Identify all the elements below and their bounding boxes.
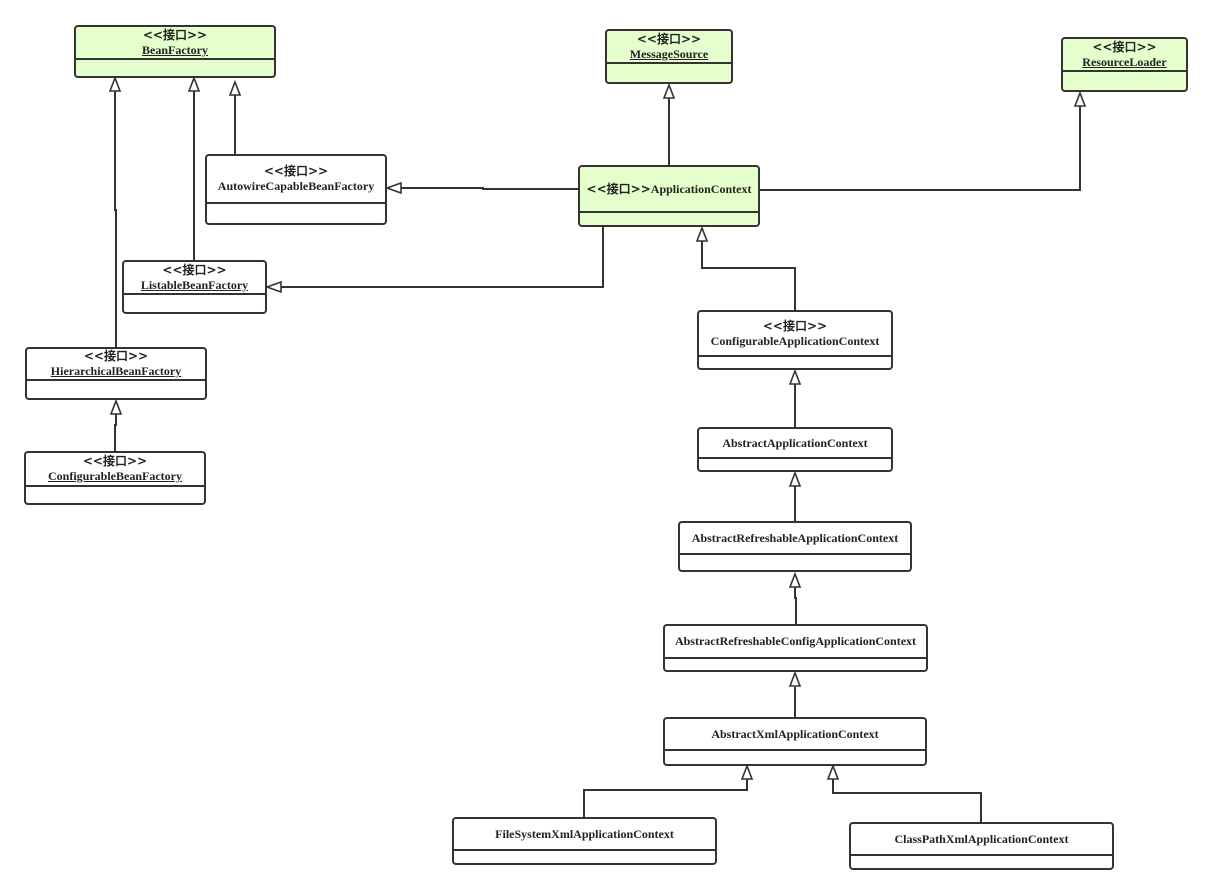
class-name: AbstractRefreshableApplicationContext	[691, 530, 899, 545]
class-name: ApplicationContext	[650, 181, 752, 196]
class-name: ResourceLoader	[1082, 54, 1167, 69]
arrowhead-hierarchical	[109, 398, 123, 415]
edge-appctx-to-listable	[281, 226, 604, 288]
edge-filesystem-to-xml	[583, 779, 748, 817]
class-name: FileSystemXmlApplicationContext	[495, 826, 674, 841]
arrowhead-refreshable	[788, 571, 802, 588]
arrowhead-listable	[264, 280, 282, 294]
class-name: AbstractApplicationContext	[722, 435, 868, 450]
node-hierarchical-bean-factory[interactable]: <<接口>> HierarchicalBeanFactory	[25, 347, 207, 400]
node-resource-loader[interactable]: <<接口>> ResourceLoader	[1061, 37, 1188, 92]
class-name: ConfigurableBeanFactory	[48, 469, 182, 483]
stereotype-label: <<接口>>	[263, 164, 329, 178]
node-class-path-xml-application-context[interactable]: ClassPathXmlApplicationContext	[849, 822, 1114, 870]
node-application-context[interactable]: <<接口>> ApplicationContext	[578, 165, 760, 227]
node-autowire-capable-bean-factory[interactable]: <<接口>> AutowireCapableBeanFactory	[205, 154, 387, 225]
arrowhead-abstractac	[788, 470, 802, 487]
stereotype-label: <<接口>>	[1092, 39, 1157, 54]
class-name: BeanFactory	[142, 42, 208, 57]
stereotype-label: <<接口>>	[83, 349, 149, 363]
node-abstract-refreshable-application-context[interactable]: AbstractRefreshableApplicationContext	[678, 521, 912, 572]
stereotype-label: <<接口>>	[636, 31, 702, 46]
arrowhead-appctx	[695, 225, 709, 242]
stereotype-label: <<接口>>	[162, 262, 227, 277]
class-name: ConfigurableApplicationContext	[710, 333, 880, 348]
node-abstract-xml-application-context[interactable]: AbstractXmlApplicationContext	[663, 717, 927, 766]
edge-configurableac-to-appctx	[701, 241, 796, 310]
edge-configurablebf-to-hierarchical	[114, 413, 117, 452]
arrowhead-resourceloader	[1073, 90, 1087, 107]
arrowhead-xml-2	[826, 763, 840, 780]
class-name: HierarchicalBeanFactory	[50, 364, 182, 378]
class-name: AbstractXmlApplicationContext	[711, 726, 879, 741]
class-name: ClassPathXmlApplicationContext	[894, 831, 1069, 846]
class-name: AbstractRefreshableConfigApplicationCont…	[674, 634, 917, 648]
arrowhead-refreshableconfig	[788, 670, 802, 687]
node-abstract-refreshable-config-application-context[interactable]: AbstractRefreshableConfigApplicationCont…	[663, 624, 928, 672]
arrowhead-autowire	[384, 181, 402, 195]
class-name: AutowireCapableBeanFactory	[217, 179, 375, 193]
node-file-system-xml-application-context[interactable]: FileSystemXmlApplicationContext	[452, 817, 717, 865]
arrowhead-xml-1	[740, 763, 754, 780]
edge-refreshableconfig-to-refreshable	[794, 587, 797, 624]
edge-hierarchical-to-beanfactory	[114, 90, 117, 347]
node-configurable-bean-factory[interactable]: <<接口>> ConfigurableBeanFactory	[24, 451, 206, 505]
node-configurable-application-context[interactable]: <<接口>> ConfigurableApplicationContext	[697, 310, 893, 370]
node-message-source[interactable]: <<接口>> MessageSource	[605, 29, 733, 84]
arrowhead-beanfactory-3	[228, 79, 242, 96]
stereotype-label: <<接口>>	[82, 454, 148, 468]
stereotype-label: <<接口>>	[586, 181, 651, 196]
arrowhead-messagesource	[662, 82, 676, 99]
arrowhead-beanfactory-1	[108, 75, 122, 92]
edge-appctx-to-autowire	[400, 187, 579, 190]
node-bean-factory[interactable]: <<接口>> BeanFactory	[74, 25, 276, 78]
class-name: ListableBeanFactory	[140, 277, 249, 292]
class-name: MessageSource	[629, 46, 709, 61]
edge-appctx-to-resourceloader	[760, 105, 1081, 191]
node-listable-bean-factory[interactable]: <<接口>> ListableBeanFactory	[122, 260, 267, 314]
stereotype-label: <<接口>>	[142, 27, 208, 42]
arrowhead-configurableac	[788, 368, 802, 385]
node-abstract-application-context[interactable]: AbstractApplicationContext	[697, 427, 893, 472]
edge-classpath-to-xml	[832, 779, 982, 822]
arrowhead-beanfactory-2	[187, 75, 201, 92]
stereotype-label: <<接口>>	[762, 318, 828, 333]
title-row: <<接口>> ApplicationContext	[587, 182, 752, 197]
